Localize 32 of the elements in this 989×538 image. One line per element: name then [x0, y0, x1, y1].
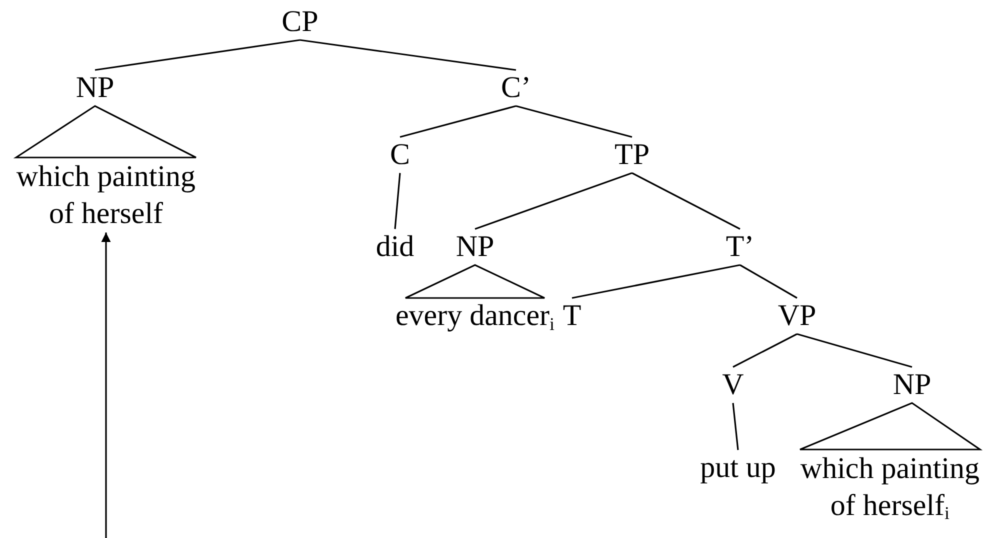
branch-line	[300, 39, 516, 71]
node-label: NP	[456, 229, 494, 265]
node-label: every dancer$_{i}$	[395, 298, 555, 334]
triangle-roof	[404, 264, 546, 299]
branch-line	[94, 39, 300, 71]
node-label: did	[376, 229, 414, 265]
branch-line	[632, 172, 740, 230]
node-label: TP	[614, 137, 650, 173]
node-label: NP	[892, 367, 932, 403]
node-label: C	[390, 137, 410, 173]
node-label: which painting of herself	[15, 158, 197, 232]
node-label: V	[722, 367, 744, 403]
node-label: which painting of herself$_{i}$	[799, 450, 981, 524]
branch-line	[474, 172, 632, 230]
branch-line	[400, 105, 516, 138]
node-label: T’	[726, 229, 754, 265]
node-label: put up	[700, 450, 776, 486]
node-label: VP	[778, 298, 816, 334]
branch-line	[796, 333, 912, 368]
movement-arrow	[101, 232, 111, 538]
node-label: CP	[282, 4, 318, 40]
branch-line	[732, 333, 798, 368]
branch-line	[572, 264, 740, 299]
branch-line	[516, 105, 632, 138]
triangle-roof	[799, 402, 983, 450]
branch-line	[394, 172, 401, 230]
branch-line	[732, 402, 739, 450]
triangle-roof	[13, 105, 197, 158]
node-label: C’	[501, 70, 531, 106]
branch-line	[740, 264, 798, 299]
node-label: T	[562, 298, 582, 334]
node-label: NP	[76, 70, 114, 106]
